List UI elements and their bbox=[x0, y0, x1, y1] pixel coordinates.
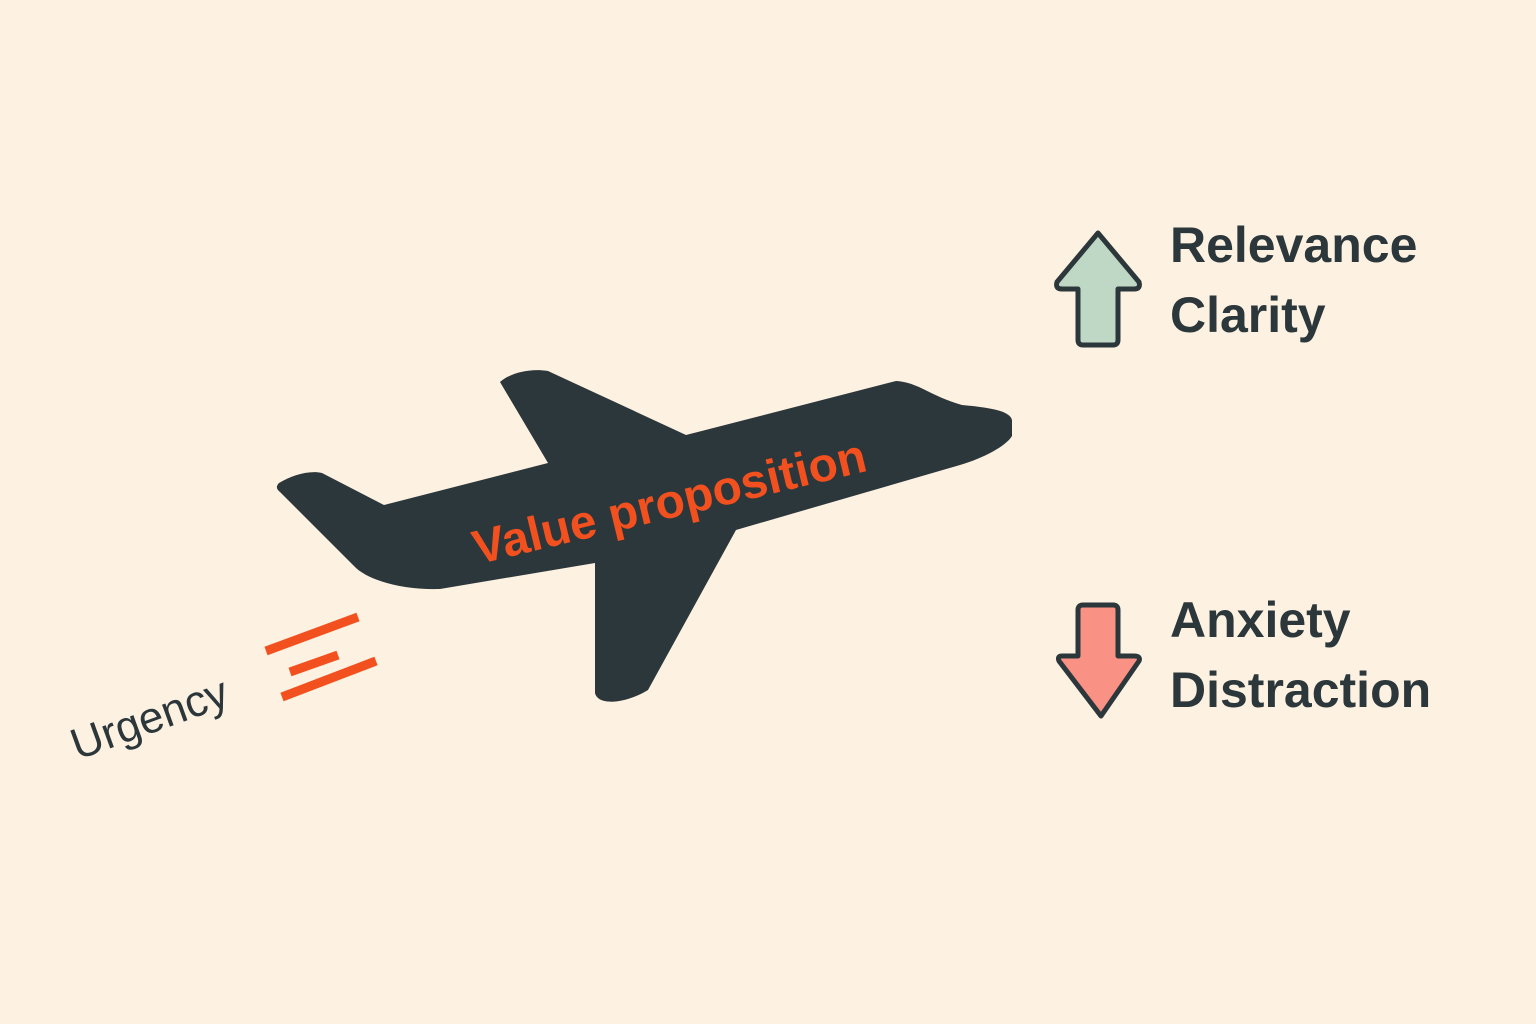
airplane-icon bbox=[276, 370, 1012, 702]
increase-group: Relevance Clarity bbox=[1054, 217, 1417, 348]
speed-line bbox=[264, 612, 360, 656]
decrease-item-anxiety: Anxiety bbox=[1170, 592, 1351, 648]
speed-line bbox=[288, 650, 340, 677]
increase-item-clarity: Clarity bbox=[1170, 287, 1326, 343]
speed-line bbox=[280, 656, 378, 702]
arrow-up-icon bbox=[1054, 230, 1142, 348]
arrow-down-icon bbox=[1055, 602, 1142, 719]
speed-lines-icon bbox=[264, 612, 378, 702]
increase-item-relevance: Relevance bbox=[1170, 217, 1417, 273]
decrease-item-distraction: Distraction bbox=[1170, 662, 1431, 718]
decrease-group: Anxiety Distraction bbox=[1055, 592, 1431, 719]
